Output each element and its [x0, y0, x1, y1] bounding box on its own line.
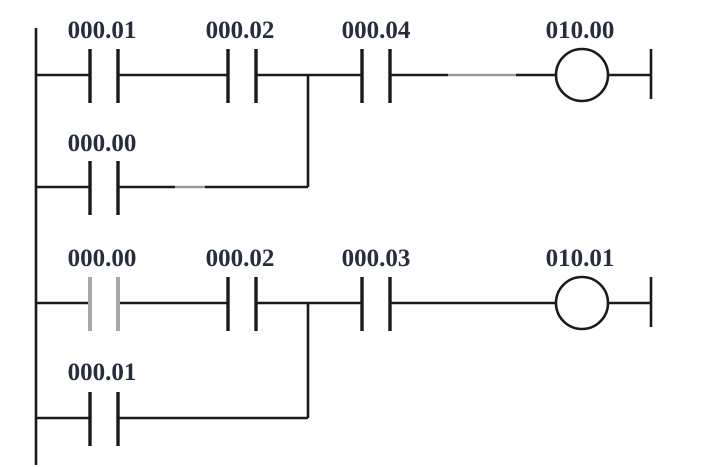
rung-2: 000.00 000.02 000.03 010.01 000.	[36, 245, 653, 446]
rung-1-output-coil: 010.00	[546, 17, 615, 103]
rung-2-contact-2-address: 000.02	[206, 245, 275, 272]
rung-2-contact-1-address: 000.00	[68, 245, 137, 272]
rung-2-branch-contact: 000.01	[68, 359, 137, 446]
coil-circle	[554, 47, 610, 103]
rung-2-contact-3: 000.03	[342, 245, 411, 331]
rung-1-contact-2-address: 000.02	[206, 17, 275, 44]
rung-2-contact-1: 000.00	[68, 245, 137, 331]
rung-2-contact-2: 000.02	[206, 245, 275, 331]
rung-1-contact-1-address: 000.01	[68, 17, 137, 44]
rung-1-parallel-branch: 000.00	[36, 75, 310, 215]
rung-1-contact-3-address: 000.04	[342, 17, 411, 44]
rung-1-contact-2: 000.02	[206, 17, 275, 103]
rung-2-contact-3-address: 000.03	[342, 245, 411, 272]
coil-circle	[554, 275, 610, 331]
rung-2-branch-contact-address: 000.01	[68, 359, 137, 386]
rung-1-contact-1: 000.01	[68, 17, 137, 103]
rung-1-coil-address: 010.00	[546, 17, 615, 44]
rung-2-coil-address: 010.01	[546, 245, 615, 272]
rung-1-branch-contact-address: 000.00	[68, 130, 137, 157]
rung-2-parallel-branch: 000.01	[36, 303, 310, 446]
rung-1-branch-contact: 000.00	[68, 130, 137, 215]
rung-1: 000.01 000.02 000.04 010.00	[36, 17, 653, 215]
rung-1-contact-3: 000.04	[342, 17, 411, 103]
rung-2-output-coil: 010.01	[546, 245, 615, 331]
